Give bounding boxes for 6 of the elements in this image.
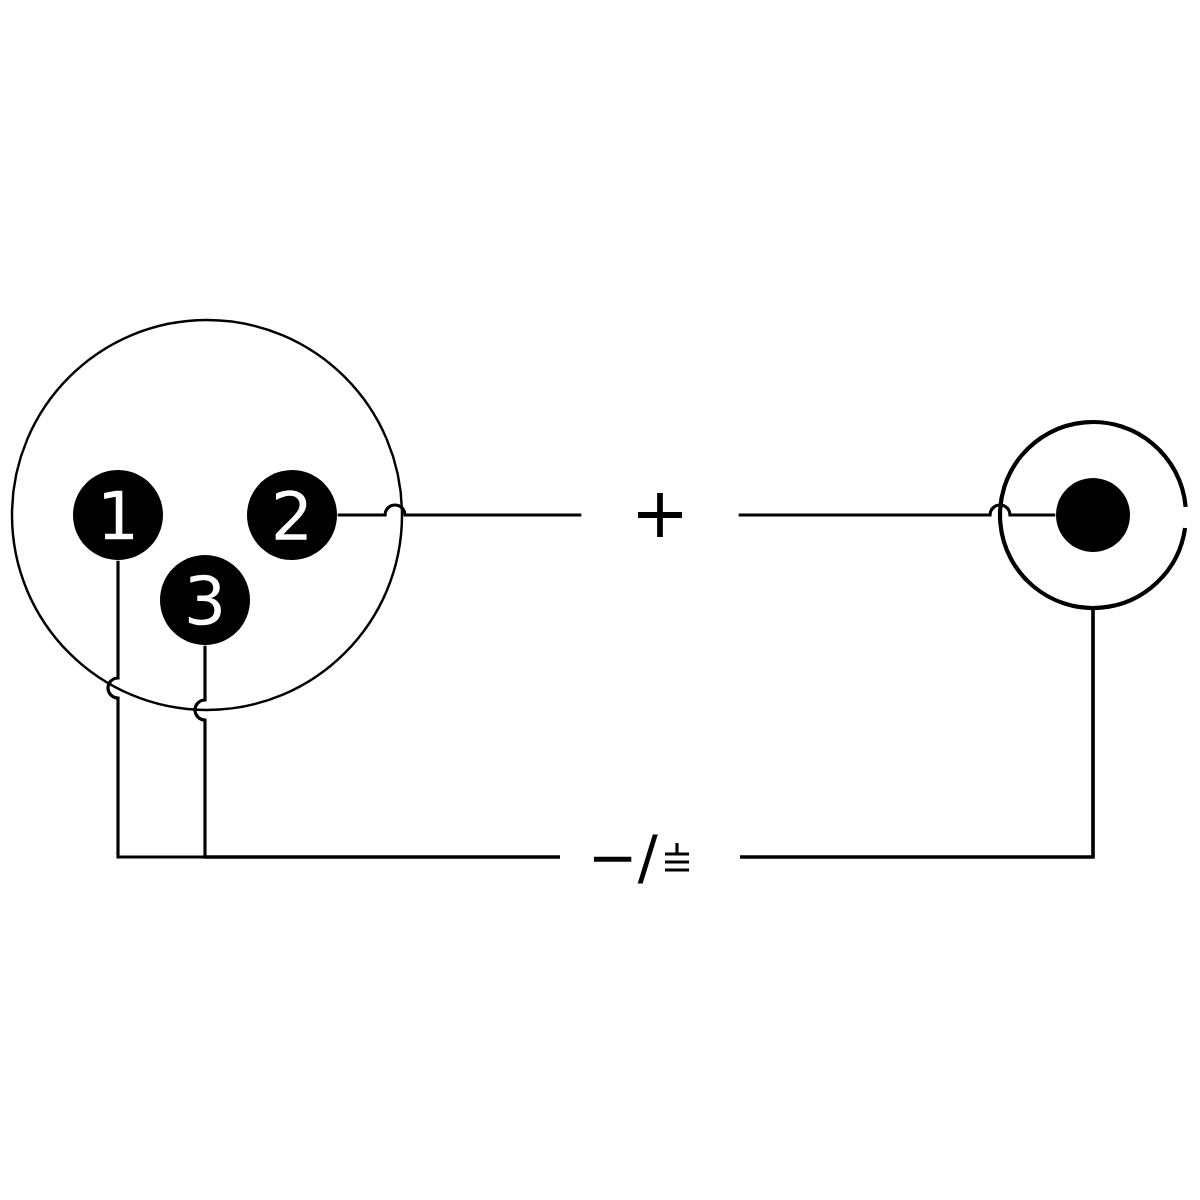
center-pin (1056, 478, 1130, 552)
connector-circle (10, 318, 404, 712)
ring-contact (998, 420, 1188, 610)
wire (193, 608, 1095, 859)
wire-label: + (581, 485, 739, 545)
wire-label: −/ (593, 834, 658, 884)
